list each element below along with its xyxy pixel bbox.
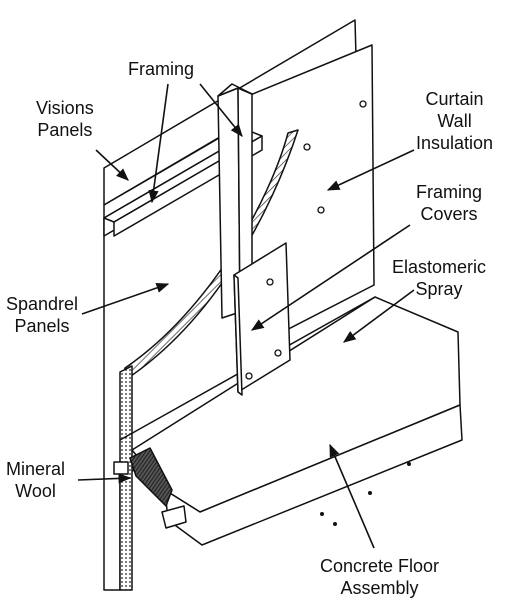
arrow-framing-right	[199, 83, 243, 137]
label-concrete-floor-assembly: Concrete Floor Assembly	[320, 555, 439, 599]
slab-bracket	[161, 505, 187, 529]
label-visions-panels: Visions Panels	[36, 97, 94, 141]
arrow-concrete-floor	[329, 443, 375, 549]
mineral-wool-block	[129, 447, 173, 507]
label-framing-line-1: Framing	[128, 59, 195, 79]
vertical-framing-top	[217, 83, 253, 97]
fastener-dots	[245, 100, 367, 380]
arrow-elastomeric-spray	[342, 289, 415, 343]
arrow-mineral-wool	[77, 473, 132, 484]
framing-cover-edge	[233, 274, 243, 396]
label-concrete-floor-assembly-line-2: Assembly	[340, 578, 419, 598]
mineral-wool-bracket	[113, 461, 129, 475]
label-elastomeric-spray: Elastomeric Spray	[392, 256, 486, 300]
arrow-spandrel-panels	[81, 282, 170, 315]
label-spandrel-panels: Spandrel Panels	[6, 293, 78, 337]
label-curtain-wall-insulation-line-3: Insulation	[416, 133, 494, 153]
arrow-curtain-wall-insulation	[326, 149, 415, 191]
label-framing: Framing	[128, 58, 194, 80]
label-elastomeric-spray-line-1: Elastomeric	[392, 257, 487, 277]
arrow-framing-left	[148, 83, 169, 204]
label-concrete-floor-assembly-line-1: Concrete Floor	[320, 556, 440, 576]
label-mineral-wool: Mineral Wool	[6, 458, 65, 502]
label-curtain-wall-insulation-line-1: Curtain	[425, 89, 484, 109]
arrow-visions-panels	[95, 149, 129, 181]
label-curtain-wall-insulation: Curtain Wall Insulation	[416, 88, 493, 154]
arrow-framing-covers	[250, 224, 411, 331]
label-spandrel-panels-line-1: Spandrel	[6, 294, 79, 314]
label-framing-covers: Framing Covers	[416, 181, 482, 225]
label-mineral-wool-line-1: Mineral	[6, 459, 66, 479]
label-visions-panels-line-2: Panels	[37, 120, 93, 140]
label-spandrel-panels-line-2: Panels	[14, 316, 70, 336]
label-elastomeric-spray-line-2: Spray	[415, 279, 463, 299]
slab-fastener-dots	[320, 462, 411, 526]
label-visions-panels-line-1: Visions	[36, 98, 94, 118]
label-framing-covers-line-2: Covers	[420, 204, 478, 224]
label-curtain-wall-insulation-line-2: Wall	[437, 111, 472, 131]
label-framing-covers-line-1: Framing	[416, 182, 483, 202]
label-mineral-wool-line-2: Wool	[15, 481, 56, 501]
insulation-band	[121, 129, 299, 383]
